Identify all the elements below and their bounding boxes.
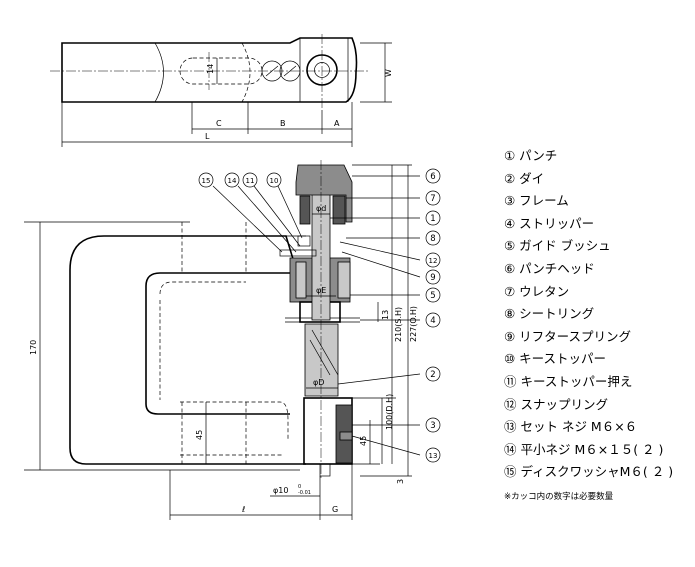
svg-text:8: 8 [430,234,435,244]
callout-12: 12 [425,252,441,268]
part-item: ⑦ ウレタン [504,283,570,299]
callout-2: 2 [425,366,441,382]
width-dim-label: W [384,69,393,77]
part-item: ⑨ リフタースプリング [504,328,632,344]
a-dim-label: A [334,119,340,128]
tolerance-lower: -0.01 [298,490,311,496]
callout-6: 6 [425,168,441,184]
svg-text:4: 4 [430,316,435,326]
callout-11: 11 [242,172,258,188]
svg-text:3: 3 [430,421,435,431]
height-170-label: 170 [29,340,38,355]
svg-text:13: 13 [429,452,438,460]
punch-diameter-label: φd [316,204,326,213]
quantity-note: ※カッコ内の数字は必要数量 [504,492,614,502]
svg-text:2: 2 [430,370,435,380]
part-item: ⑪ キーストッパー押え [504,373,633,389]
l-dim-label: L [205,132,210,141]
height-3-label: 3 [396,479,405,484]
svg-text:10: 10 [270,177,279,185]
svg-text:7: 7 [430,194,435,204]
c-dim-label: C [216,119,222,128]
svg-text:1: 1 [430,214,435,224]
callout-5: 5 [425,287,441,303]
die-height-label: 100(D.H) [385,394,394,430]
g-dim-label: G [332,505,338,514]
height-13-label: 13 [381,310,390,320]
guide-diameter-label: φE [316,286,326,295]
part-item: ⑭ 平小ネジ M６×１５( ２ ) [504,441,664,457]
svg-text:9: 9 [430,273,435,283]
part-item: ② ダイ [504,170,545,186]
svg-text:11: 11 [246,177,255,185]
callout-4: 4 [425,312,441,328]
open-height-label: 227(O.H) [409,306,418,342]
part-item: ③ フレーム [504,193,569,209]
svg-text:5: 5 [430,291,435,301]
b-dim-label: B [280,119,286,128]
die-diameter-label: φD [313,378,324,387]
svg-text:14: 14 [228,177,237,185]
callout-10: 10 [266,172,282,188]
callout-7: 7 [425,190,441,206]
callout-9: 9 [425,269,441,285]
top-view: 14 W C B A L [50,34,393,147]
callout-15: 15 [198,172,214,188]
part-item: ⑫ スナップリング [504,396,608,412]
part-item: ⑮ ディスクワッシャM６( ２ ) [504,464,674,480]
part-item: ⑧ シートリング [504,306,595,322]
height-45-left-label: 45 [195,430,204,440]
callout-1: 1 [425,210,441,226]
tolerance-upper: 0 [298,484,301,490]
side-view: φd φE φD 170 45 45 210(S.H) 227(O.H) 100… [24,160,421,520]
part-item: ⑥ パンチヘッド [504,260,595,276]
ell-dim-label: ℓ [241,505,245,514]
shut-height-label: 210(S.H) [394,307,403,342]
part-item: ⑤ ガイド ブッシュ [504,238,611,254]
part-item: ④ ストリッパー [504,215,595,231]
pin-diameter-label: φ10 [273,486,288,495]
parts-list: ① パンチ ② ダイ ③ フレーム ④ ストリッパー ⑤ ガイド ブッシュ ⑥ パンチヘッ… [504,147,694,486]
svg-text:6: 6 [430,172,435,182]
svg-text:15: 15 [202,177,211,185]
part-item: ⑬ セット ネジ M６×６ [504,419,638,435]
part-item: ⑩ キーストッパー [504,351,607,367]
callout-14: 14 [224,172,240,188]
height-45-right-label: 45 [359,436,368,446]
slot-width-label: 14 [206,64,215,74]
callout-balloons: 6 7 1 8 12 9 5 4 2 3 13 15 14 11 10 [198,168,441,463]
callout-13: 13 [425,447,441,463]
part-item: ① パンチ [504,148,558,163]
callout-8: 8 [425,230,441,246]
callout-3: 3 [425,417,441,433]
svg-text:12: 12 [429,257,438,265]
